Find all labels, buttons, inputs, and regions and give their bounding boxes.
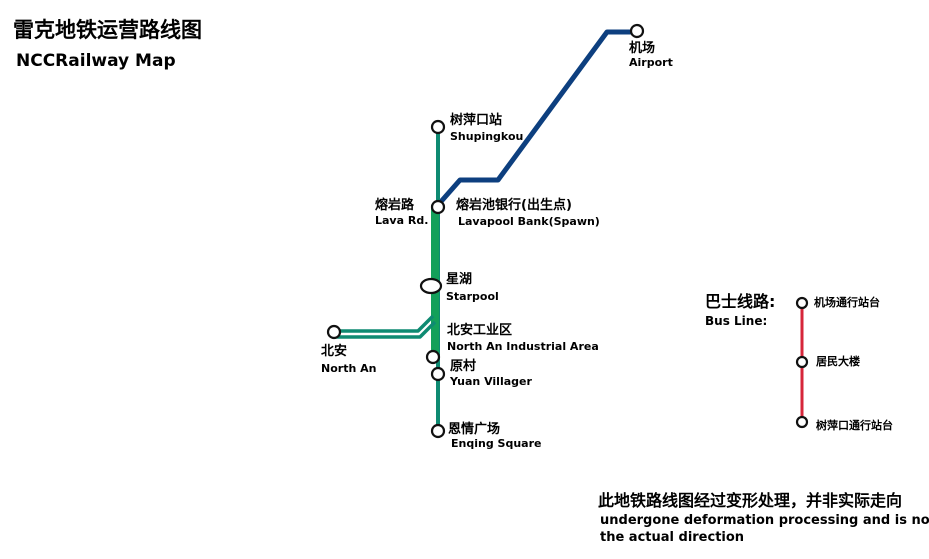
- green-branch-north-an-b: [335, 320, 437, 339]
- green-branch-north-an-a: [335, 314, 435, 333]
- station-starpool-marker[interactable]: [419, 277, 443, 295]
- station-starpool-en: Starpool: [446, 290, 499, 303]
- bus-line-title-zh: 巴士线路:: [705, 292, 776, 311]
- station-lavapool-bank-marker[interactable]: [430, 199, 446, 215]
- station-north-an-industrial-marker[interactable]: [425, 349, 441, 365]
- station-north-an-marker[interactable]: [326, 324, 342, 340]
- station-airport-zh: 机场: [629, 41, 656, 56]
- bus-stop-1-label: 机场通行站台: [814, 296, 880, 309]
- station-airport-en: Airport: [629, 56, 673, 69]
- disclaimer-zh: 此地铁路线图经过变形处理，并非实际走向: [598, 491, 903, 510]
- bus-stop-2-marker[interactable]: [795, 355, 809, 369]
- station-lavapool-bank-zh: 熔岩池银行(出生点): [456, 198, 572, 213]
- station-enqing-square-marker[interactable]: [430, 423, 446, 439]
- station-shupingkou-marker[interactable]: [430, 119, 446, 135]
- bus-stop-2-label: 居民大楼: [816, 355, 860, 368]
- map-title-zh: 雷克地铁运营路线图: [13, 18, 202, 42]
- bus-stop-3-marker[interactable]: [795, 415, 809, 429]
- bus-stop-3-label: 树萍口通行站台: [816, 419, 893, 432]
- station-starpool-zh: 星湖: [446, 272, 473, 287]
- station-yuan-villager-en: Yuan Villager: [450, 375, 532, 388]
- disclaimer-en-line1: undergone deformation processing and is …: [600, 513, 929, 528]
- bus-stop-1-marker[interactable]: [795, 296, 809, 310]
- station-enqing-square-zh: 恩情广场: [448, 422, 501, 437]
- station-shupingkou-en: Shupingkou: [450, 130, 524, 143]
- disclaimer-en-line2: the actual direction: [600, 530, 745, 545]
- map-title-en: NCCRailway Map: [16, 51, 176, 71]
- station-shupingkou-zh: 树萍口站: [450, 113, 503, 128]
- station-lavapool-bank-en: Lavapool Bank(Spawn): [458, 215, 600, 228]
- station-lava-rd-zh: 熔岩路: [375, 198, 415, 213]
- station-lava-rd-en: Lava Rd.: [375, 214, 429, 227]
- bus-line-title-en: Bus Line:: [705, 314, 768, 328]
- station-enqing-square-en: Enqing Square: [451, 437, 542, 450]
- station-north-an-industrial-en: North An Industrial Area: [447, 340, 599, 353]
- station-yuan-villager-zh: 原村: [450, 359, 477, 374]
- station-airport-marker[interactable]: [629, 23, 645, 39]
- station-north-an-industrial-zh: 北安工业区: [447, 323, 513, 338]
- station-north-an-zh: 北安: [321, 344, 348, 359]
- station-north-an-en: North An: [321, 362, 377, 375]
- blue-line: [435, 29, 640, 208]
- station-yuan-villager-marker[interactable]: [430, 366, 446, 382]
